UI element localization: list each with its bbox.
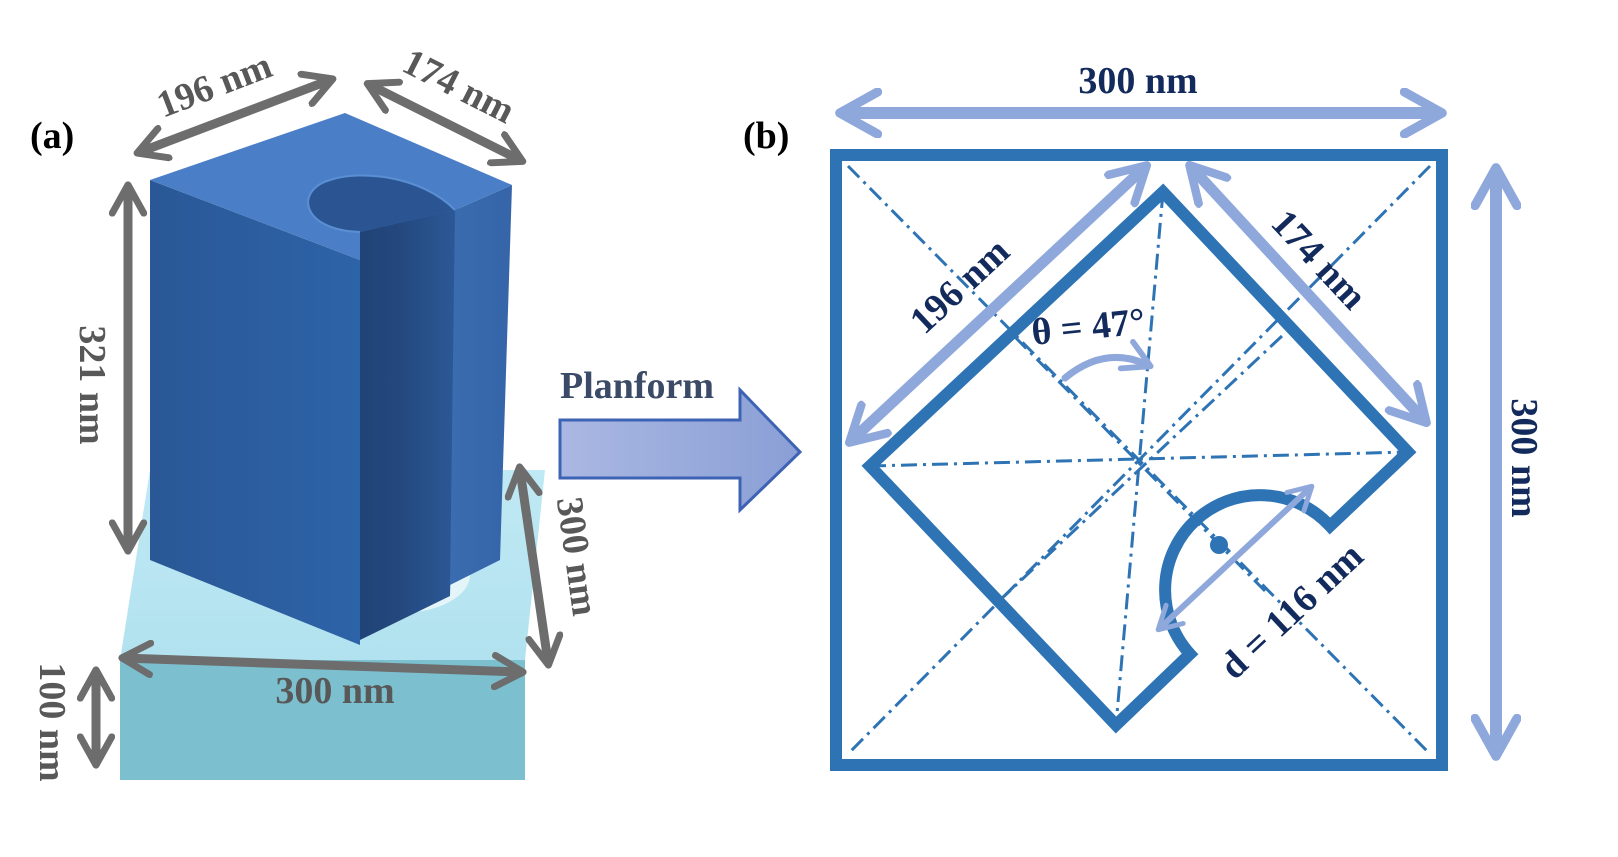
diamond-right-arrow <box>1192 168 1424 420</box>
diamond-left-label: 196 nm <box>902 230 1018 342</box>
planform-transition: Planform <box>558 365 803 514</box>
hole-center-dot <box>1210 536 1228 554</box>
diameter-arrow <box>1155 483 1315 633</box>
substrate-height-label: 100 nm <box>31 662 73 781</box>
top-width-arrow <box>140 80 330 152</box>
pillar-side-face <box>450 185 512 585</box>
dimension-arrows-b <box>844 113 1496 752</box>
dimension-arrows-a <box>96 80 548 762</box>
substrate-depth-arrow <box>520 470 548 662</box>
top-depth-arrow <box>370 85 520 160</box>
cross-line-1 <box>1013 335 1267 593</box>
panel-b-label: (b) <box>743 115 789 157</box>
pillar-front-face <box>150 180 360 645</box>
top-width-label: 196 nm <box>151 44 277 126</box>
panel-a: (a) 196 nm 174 nm 321 nm <box>30 41 606 782</box>
panel-a-label: (a) <box>30 115 74 157</box>
frame-right-label: 300 nm <box>1503 398 1545 517</box>
substrate-width-arrow <box>125 658 520 672</box>
tilted-axis-line <box>1114 191 1165 726</box>
unit-cell-frame <box>830 149 1448 771</box>
horizontal-line <box>869 450 1409 468</box>
pillar-block <box>150 113 512 645</box>
frame-top-label: 300 nm <box>1078 60 1197 102</box>
pillar-top-hole <box>308 175 455 232</box>
angle-arc-arrow <box>1061 339 1154 382</box>
pillar-top-hole-rim <box>307 174 456 233</box>
top-depth-label: 174 nm <box>396 41 521 133</box>
planform-label: Planform <box>560 365 714 407</box>
diamond-left-arrow <box>852 168 1144 440</box>
pillar-inner-wall <box>315 175 460 640</box>
substrate-depth-label: 300 nm <box>548 494 606 618</box>
substrate-width-label: 300 nm <box>275 670 394 712</box>
cross-line-2 <box>998 334 1284 602</box>
planform-arrow <box>558 386 803 514</box>
pillar-height-label: 321 nm <box>71 325 113 444</box>
panel-b: (b) 300 nm 300 nm 196 nm 174 nm <box>743 60 1545 771</box>
